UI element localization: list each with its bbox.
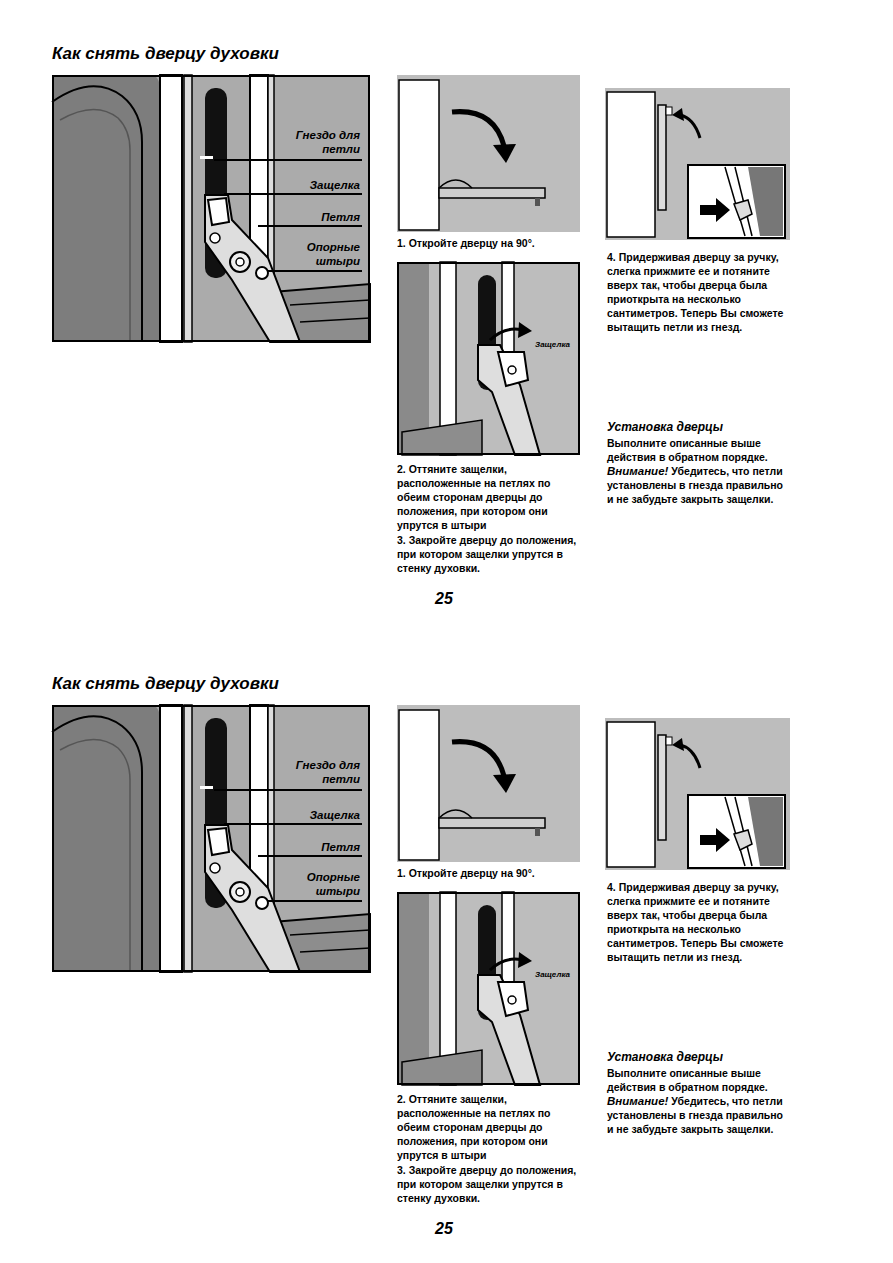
step-caption: 3. Закройте дверцу до положения, при кот… [397, 533, 585, 575]
step-caption: 3. Закройте дверцу до положения, при кот… [397, 1163, 585, 1205]
step-caption: 2. Оттяните защелки, расположенные на пе… [397, 1092, 585, 1162]
step-caption: 1. Откройте дверцу на 90°. [397, 236, 582, 250]
section-heading: Установка дверцы [607, 1050, 792, 1065]
step-caption: 4. Придерживая дверцу за ручку, слегка п… [607, 250, 792, 334]
part-label: Защелка [535, 340, 579, 350]
warning-gap [668, 1095, 671, 1107]
page-number: 25 [435, 1220, 453, 1238]
part-label: Защелка [270, 178, 360, 192]
warning-text: Внимание! Убедитесь, что петли установле… [607, 1094, 792, 1136]
page-title: Как снять дверцу духовки [52, 44, 279, 64]
warning-text: Внимание! Убедитесь, что петли установле… [607, 464, 792, 506]
warning-gap [668, 465, 671, 477]
part-label: Петля [270, 210, 360, 224]
warning-word: Внимание! [607, 1095, 668, 1107]
latch-frame: Защелка [397, 262, 580, 455]
part-label: Гнездо для петли [270, 128, 360, 156]
hinge-detail-frame: Гнездо для петлиЗащелкаПетляОпорные штыр… [52, 75, 370, 342]
part-label: Опорные штыри [298, 870, 360, 898]
instruction-text: Выполните описанные выше действия в обра… [607, 1066, 792, 1094]
latch-frame: Защелка [397, 892, 580, 1085]
section-heading: Установка дверцы [607, 420, 792, 435]
step-caption: 4. Придерживая дверцу за ручку, слегка п… [607, 880, 792, 964]
part-label: Опорные штыри [298, 240, 360, 268]
warning-word: Внимание! [607, 465, 668, 477]
page-number: 25 [435, 590, 453, 608]
part-label: Петля [270, 840, 360, 854]
instruction-text: Выполните описанные выше действия в обра… [607, 436, 792, 464]
hinge-detail-frame: Гнездо для петлиЗащелкаПетляОпорные штыр… [52, 705, 370, 972]
step-caption: 2. Оттяните защелки, расположенные на пе… [397, 462, 585, 532]
page-title: Как снять дверцу духовки [52, 674, 279, 694]
part-label: Гнездо для петли [270, 758, 360, 786]
part-label: Защелка [535, 970, 579, 980]
part-label: Защелка [270, 808, 360, 822]
step-caption: 1. Откройте дверцу на 90°. [397, 866, 582, 880]
